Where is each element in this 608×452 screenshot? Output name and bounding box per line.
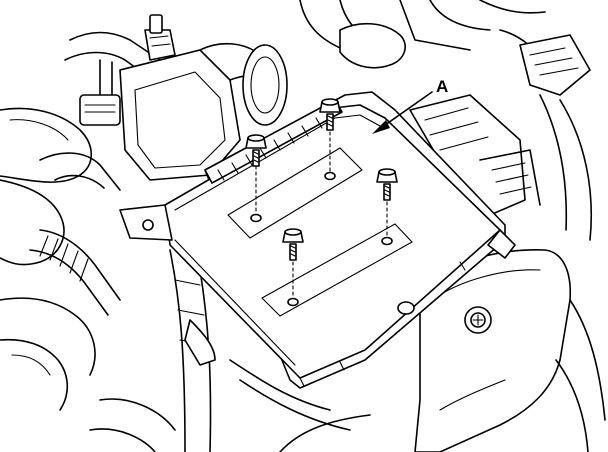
bolt-4 xyxy=(376,168,398,238)
bolt-3 xyxy=(282,228,304,299)
callout-label-a: A xyxy=(436,77,448,96)
bolt-2 xyxy=(319,98,341,173)
callout-a: A xyxy=(372,77,448,134)
bolt-1 xyxy=(245,134,267,215)
module-cover-a xyxy=(119,91,516,389)
